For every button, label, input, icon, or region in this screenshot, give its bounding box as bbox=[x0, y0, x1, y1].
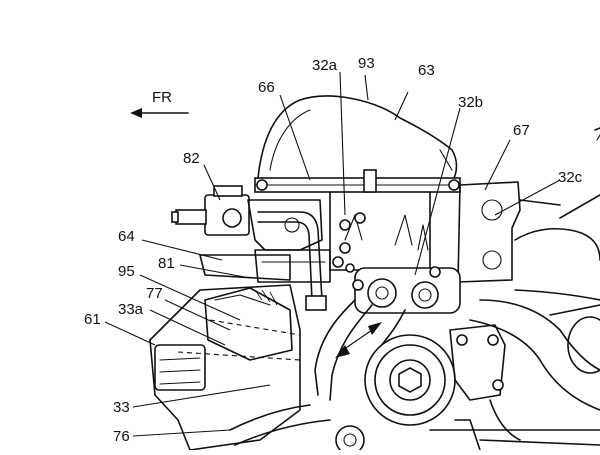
part-label-81: 81 bbox=[158, 255, 175, 272]
throttle-bracket bbox=[199, 199, 331, 283]
tensioner-housing bbox=[449, 324, 521, 441]
part-label-63: 63 bbox=[418, 62, 435, 79]
part-label-77: 77 bbox=[146, 285, 163, 302]
part-label-76: 76 bbox=[113, 428, 130, 445]
part-label-32a: 32a bbox=[312, 57, 338, 74]
part-label-95: 95 bbox=[118, 263, 135, 280]
part-label-82: 82 bbox=[183, 150, 200, 167]
air-cleaner-cover bbox=[257, 95, 458, 183]
part-label-61: 61 bbox=[84, 311, 101, 328]
part-label-66: 66 bbox=[258, 79, 275, 96]
part-label-67: 67 bbox=[513, 122, 530, 139]
front-direction-arrow bbox=[130, 108, 189, 118]
front-direction-label: FR bbox=[152, 89, 172, 106]
left-cylinder-body bbox=[149, 284, 301, 451]
pulley-assembly bbox=[352, 266, 461, 314]
part-label-93: 93 bbox=[358, 55, 375, 72]
drive-belt bbox=[314, 299, 456, 426]
part-label-33: 33 bbox=[113, 399, 130, 416]
right-engine-casing bbox=[469, 299, 600, 411]
throttle-body-rail bbox=[254, 169, 461, 193]
pipe-66 bbox=[257, 211, 327, 311]
leader-lines bbox=[104, 71, 561, 437]
part-label-32c: 32c bbox=[558, 169, 583, 186]
part-label-64: 64 bbox=[118, 228, 135, 245]
part-label-32b: 32b bbox=[458, 94, 484, 111]
lower-engine-parts bbox=[229, 404, 600, 455]
solenoid-valve bbox=[171, 185, 250, 236]
part-label-33a: 33a bbox=[118, 301, 144, 318]
right-module bbox=[457, 127, 600, 301]
